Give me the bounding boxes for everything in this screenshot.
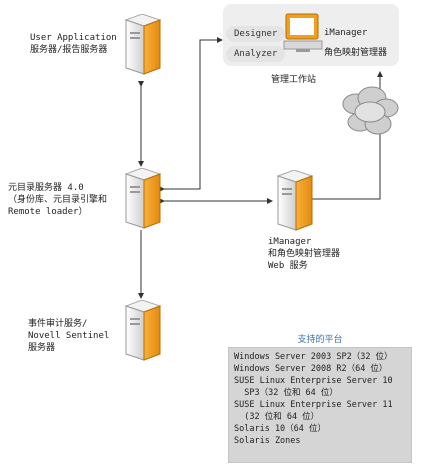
platform-item: Solaris Zones bbox=[234, 436, 301, 446]
platform-item: Solaris 10（64 位） bbox=[234, 424, 327, 434]
platform-item: Windows Server 2008 R2（64 位） bbox=[234, 364, 388, 374]
link-meta-workstation bbox=[159, 37, 223, 192]
server-icon bbox=[124, 168, 162, 229]
user-app-server-label: User Application 服务器/报告服务器 bbox=[30, 33, 117, 55]
designer-pill: Designer bbox=[226, 26, 286, 42]
management-workstation-caption: 管理工作站 bbox=[271, 75, 317, 85]
server-icon bbox=[276, 170, 314, 231]
platform-item: (32 位和 64 位） bbox=[234, 412, 320, 422]
role-mapping-label: 角色映射管理器 bbox=[324, 48, 388, 58]
platform-item: SUSE Linux Enterprise Server 10 bbox=[234, 376, 393, 386]
platform-item: SUSE Linux Enterprise Server 11 bbox=[234, 400, 393, 410]
server-icon bbox=[124, 300, 162, 361]
analyzer-pill: Analyzer bbox=[226, 46, 286, 62]
imanager-web-label: iManager 和角色映射管理器 Web 服务 bbox=[268, 237, 341, 271]
monitor-icon bbox=[283, 13, 323, 52]
server-icon bbox=[124, 14, 162, 75]
platform-item: SP3（32 位和 64 位） bbox=[234, 388, 338, 398]
imanager-label: iManager bbox=[324, 28, 368, 38]
platform-item: Windows Server 2003 SP2（32 位） bbox=[234, 352, 393, 362]
audit-server-label: 事件审计服务/ Novell Sentinel 服务器 bbox=[28, 319, 110, 353]
meta-directory-server-label: 元目录服务器 4.0 （身份库、元目录引擎和 Remote loader） bbox=[8, 183, 108, 217]
link-imanager-cloud bbox=[305, 134, 381, 202]
cloud-icon bbox=[342, 86, 399, 135]
platforms-box: Windows Server 2003 SP2（32 位） Windows Se… bbox=[228, 347, 412, 463]
platforms-title: 支持的平台 bbox=[297, 335, 343, 345]
